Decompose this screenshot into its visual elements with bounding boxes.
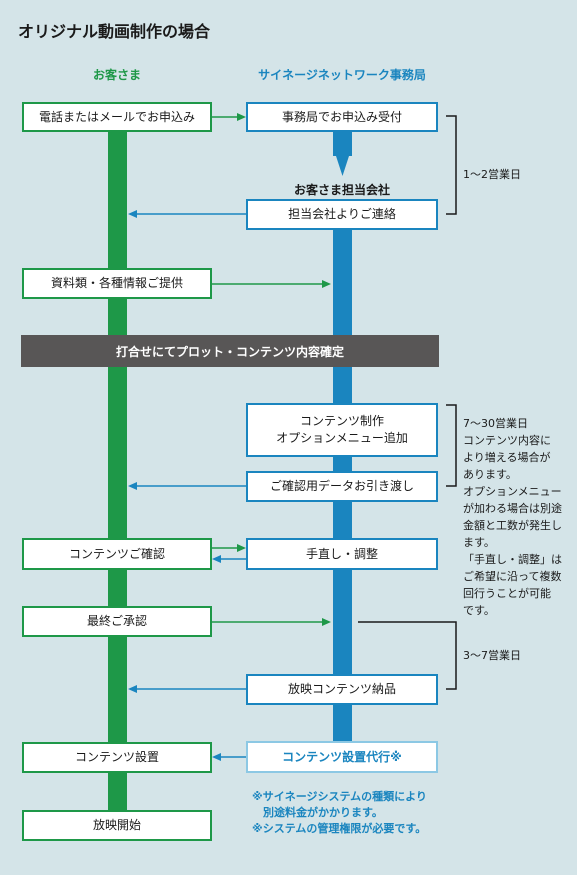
period-note-2-line: です。 xyxy=(463,604,495,617)
period-note-2-line: 金額と工数が発生し xyxy=(463,519,562,532)
contact-step: 担当会社よりご連絡 xyxy=(246,199,438,230)
period-note-2-line: オプションメニュー xyxy=(463,485,562,498)
period-note-2-line: 7〜30営業日 xyxy=(463,417,528,430)
production-label-2: オプションメニュー追加 xyxy=(276,431,408,445)
customer-lane-bar xyxy=(108,130,127,810)
footnote-line: ※システムの管理権限が必要です。 xyxy=(252,822,427,835)
meeting-banner: 打合せにてプロット・コンテンツ内容確定 xyxy=(21,335,439,367)
start-step: 放映開始 xyxy=(22,810,212,841)
page-title: オリジナル動画制作の場合 xyxy=(18,22,211,41)
footnotes: ※サイネージシステムの種類により 別途料金がかかります。 ※システムの管理権限が… xyxy=(252,789,462,837)
review-step: コンテンツご確認 xyxy=(22,538,212,570)
approval-step: 最終ご承認 xyxy=(22,606,212,637)
period-note-2-line: ご希望に沿って複数 xyxy=(463,570,562,583)
footnote-line: 別途料金がかかります。 xyxy=(252,806,383,819)
period-note-2: 7〜30営業日 コンテンツ内容に より増える場合が あります。 オプションメニュ… xyxy=(463,415,575,619)
period-brackets xyxy=(358,115,457,690)
period-note-3: 3〜7営業日 xyxy=(463,649,521,662)
accept-step: 事務局でお申込み受付 xyxy=(246,102,438,132)
production-step: コンテンツ制作 オプションメニュー追加 xyxy=(246,403,438,457)
period-note-1: 1〜2営業日 xyxy=(463,168,521,181)
flow-arrows xyxy=(128,113,349,761)
delivery-step: ご確認用データお引き渡し xyxy=(246,471,438,502)
period-note-2-line: あります。 xyxy=(463,468,517,481)
period-note-2-line: コンテンツ内容に xyxy=(463,434,551,447)
revision-step: 手直し・調整 xyxy=(246,538,438,570)
customer-column-header: お客さま xyxy=(92,68,141,82)
period-note-2-line: 「手直し・調整」は xyxy=(463,553,562,566)
sub-header-agency: お客さま担当会社 xyxy=(293,183,390,197)
period-note-2-line: 回行うことが可能 xyxy=(463,587,551,600)
period-note-2-line: が加わる場合は別途 xyxy=(463,502,562,515)
apply-step: 電話またはメールでお申込み xyxy=(22,102,212,132)
production-label-1: コンテンツ制作 xyxy=(299,414,384,428)
office-column-header: サイネージネットワーク事務局 xyxy=(258,68,426,82)
materials-step: 資料類・各種情報ご提供 xyxy=(22,268,212,299)
period-note-2-line: ます。 xyxy=(463,536,495,549)
final-delivery-step: 放映コンテンツ納品 xyxy=(246,674,438,705)
office-lane-bar-top xyxy=(333,130,352,156)
install-step: コンテンツ設置 xyxy=(22,742,212,773)
install-agent-step: コンテンツ設置代行※ xyxy=(246,741,438,773)
period-note-2-line: より増える場合が xyxy=(463,451,551,464)
footnote-line: ※サイネージシステムの種類により xyxy=(252,790,427,803)
